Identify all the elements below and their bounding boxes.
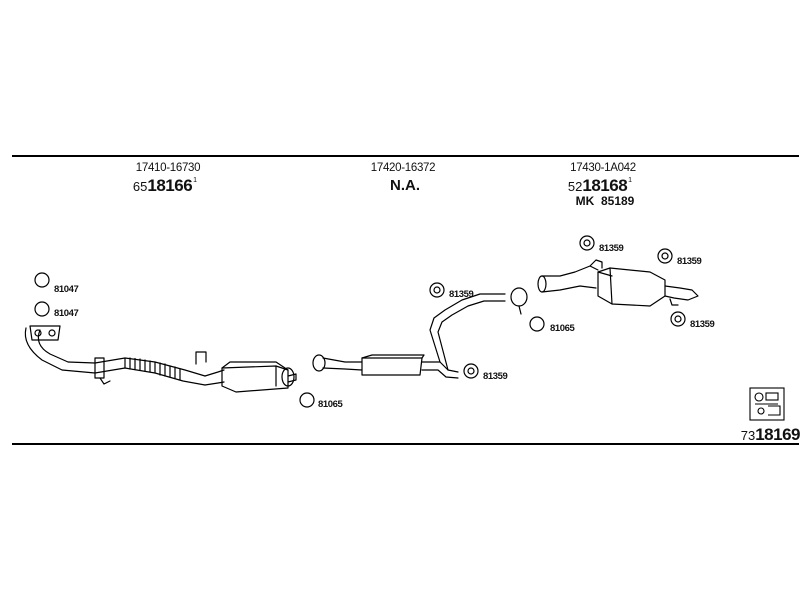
rear-muffler (537, 259, 699, 307)
part-label-gasket: 81065 (318, 399, 343, 410)
rubber-hanger-icon (429, 282, 445, 298)
rubber-hanger-icon (579, 235, 595, 251)
part-label-clamp: 81047 (54, 284, 79, 295)
rubber-hanger-icon (670, 311, 686, 327)
part-label-hanger: 81359 (690, 319, 715, 330)
rubber-hanger-icon (463, 363, 479, 379)
part-label-hanger: 81359 (677, 256, 702, 267)
bottom-rule (12, 443, 799, 445)
ring-icon (529, 316, 545, 332)
mounting-kit-number: 7318169 (740, 425, 800, 444)
rubber-hanger-icon (657, 248, 673, 264)
part-label-clamp: 81047 (54, 308, 79, 319)
mounting-kit-icon (749, 387, 785, 421)
part-label-gasket: 81065 (550, 323, 575, 334)
center-pipe (312, 287, 528, 379)
ring-icon (34, 272, 50, 288)
top-rule (12, 155, 799, 157)
part-label-hanger: 81359 (483, 371, 508, 382)
front-muffler (221, 361, 297, 393)
mk-number: MK 85189 (575, 194, 635, 208)
oe-number-rear-muffler: 17430-1A042 (570, 162, 636, 174)
ring-icon (299, 392, 315, 408)
ring-icon (34, 301, 50, 317)
front-pipe (24, 325, 225, 386)
oe-number-center-pipe: 17420-16372 (370, 162, 436, 174)
order-number-rear-muffler: 52181681 (567, 176, 633, 195)
part-label-hanger: 81359 (599, 243, 624, 254)
oe-number-front-pipe: 17410-16730 (135, 162, 201, 174)
order-number-front-pipe: 65181661 (132, 176, 198, 195)
not-available-label: N.A. (390, 177, 420, 194)
part-label-hanger: 81359 (449, 289, 474, 300)
